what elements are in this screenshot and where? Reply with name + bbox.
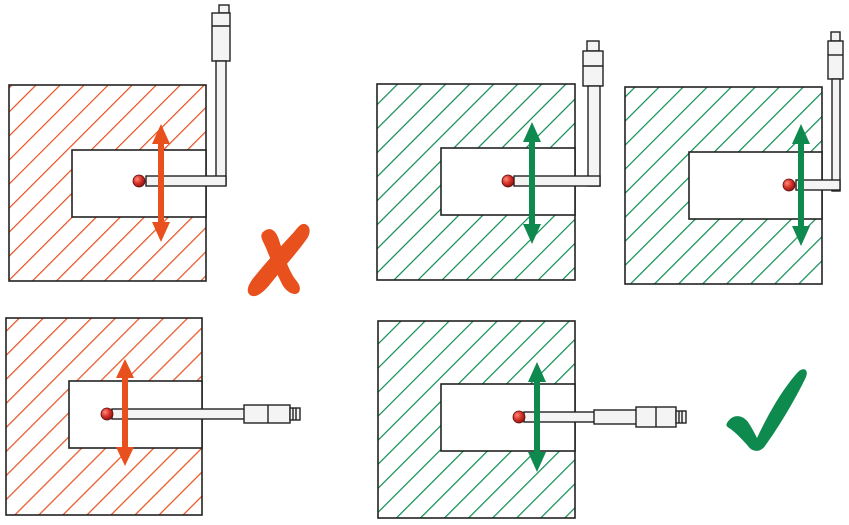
cross-mark-icon bbox=[247, 223, 310, 297]
probe-stylus bbox=[523, 406, 687, 428]
measurement-arrow bbox=[116, 359, 134, 466]
probe-ball bbox=[512, 410, 526, 424]
probe-ball bbox=[501, 174, 515, 188]
panel-top-left bbox=[8, 4, 231, 282]
probe-ball bbox=[782, 178, 796, 192]
measurement-arrow bbox=[152, 124, 170, 242]
probe-stylus bbox=[513, 40, 604, 187]
probe-ball bbox=[100, 407, 114, 421]
panel-bottom-middle bbox=[377, 320, 687, 519]
panel-top-middle bbox=[376, 40, 604, 281]
panel-bottom-left bbox=[5, 317, 301, 516]
measurement-arrow bbox=[792, 124, 810, 246]
check-mark-icon bbox=[726, 369, 807, 451]
measurement-arrow bbox=[528, 362, 546, 472]
measurement-arrow bbox=[523, 122, 541, 244]
probe-stylus bbox=[111, 404, 301, 424]
probe-stylus bbox=[145, 4, 231, 187]
panel-top-right bbox=[624, 31, 844, 285]
probe-stylus bbox=[795, 31, 844, 192]
probe-ball bbox=[132, 174, 146, 188]
